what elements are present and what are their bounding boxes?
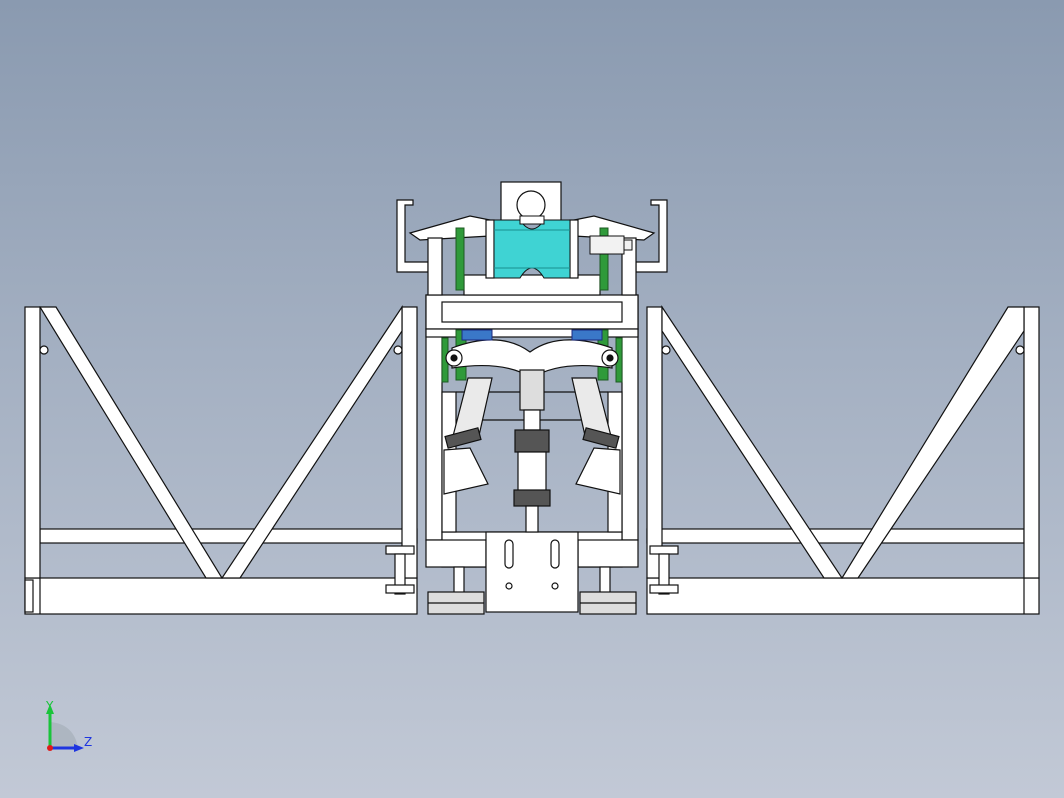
left-bolt-head bbox=[385, 545, 415, 555]
right-diagonal-2 bbox=[840, 306, 1025, 579]
right-diagonal-1 bbox=[661, 305, 844, 579]
right-inner-upright bbox=[646, 306, 663, 579]
left-hook-bracket bbox=[396, 199, 429, 273]
center-mount-plate bbox=[485, 531, 579, 613]
top-gantry bbox=[396, 181, 668, 296]
left-mid-rail bbox=[39, 528, 418, 544]
left-diagonal-2 bbox=[220, 305, 403, 579]
scissor-links bbox=[445, 339, 619, 379]
left-outer-upright bbox=[24, 306, 41, 579]
right-outer-upright bbox=[1023, 306, 1040, 579]
left-sloped-arm bbox=[408, 215, 491, 241]
left-inner-upright bbox=[401, 306, 418, 579]
y-axis-label: Y bbox=[45, 699, 54, 713]
leveling-feet bbox=[385, 545, 679, 615]
right-hook-bracket bbox=[635, 199, 668, 273]
side-motor bbox=[589, 235, 633, 255]
guide-roller bbox=[493, 215, 571, 279]
right-mid-rail bbox=[646, 528, 1025, 544]
right-truss-frame bbox=[646, 305, 1040, 615]
left-truss-frame bbox=[24, 305, 418, 615]
right-bolt-head bbox=[649, 545, 679, 555]
blue-fittings bbox=[461, 329, 603, 341]
left-bottom-beam bbox=[24, 577, 418, 615]
center-cylinder bbox=[513, 369, 551, 533]
coordinate-triad: Y Z bbox=[45, 699, 92, 752]
z-axis-label: Z bbox=[84, 735, 92, 749]
right-bottom-beam bbox=[646, 577, 1040, 615]
hydraulic-arms bbox=[443, 377, 621, 495]
